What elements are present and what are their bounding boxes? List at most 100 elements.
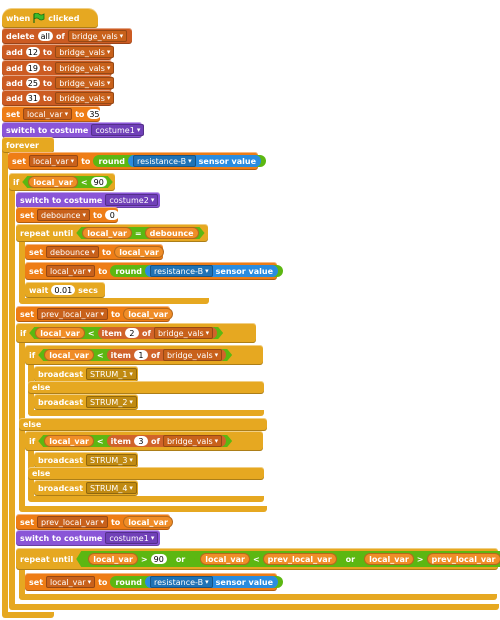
if-item2-block[interactable]: if local_var < item 2 of bridge_vals [16, 323, 256, 343]
variable-dropdown[interactable]: local_var [23, 108, 73, 120]
value-input[interactable]: 0.01 [51, 285, 76, 295]
less-than-predicate[interactable]: local_var < item 2 of bridge_vals [29, 327, 223, 339]
switch-costume-block-3[interactable]: switch to costume costume1 [16, 530, 160, 546]
greater-than-predicate[interactable]: local_var > 90 [82, 553, 173, 565]
variable-dropdown[interactable]: local_var [46, 576, 96, 588]
when-flag-clicked-hat[interactable]: when clicked [2, 8, 98, 28]
add-12-block[interactable]: add 12 to bridge_vals [2, 44, 115, 60]
value-input[interactable]: 25 [25, 78, 40, 88]
message-dropdown[interactable]: STRUM_3 [86, 454, 137, 466]
value-input[interactable]: 31 [25, 93, 40, 103]
switch-costume-block[interactable]: switch to costume costume1 [2, 122, 145, 138]
set-var-round-block-2[interactable]: set local_var to round resistance-B sens… [25, 262, 283, 280]
list-dropdown[interactable]: bridge_vals [55, 62, 115, 74]
message-dropdown[interactable]: STRUM_1 [86, 368, 137, 380]
variable-dropdown[interactable]: prev_local_var [37, 516, 108, 528]
set-var-round-block[interactable]: set local_var to round resistance-B sens… [8, 152, 266, 170]
sensor-dropdown[interactable]: resistance-B [133, 155, 196, 167]
sensor-reporter[interactable]: resistance-B sensor value [128, 155, 261, 167]
broadcast-strum1-block[interactable]: broadcast STRUM_1 [34, 366, 138, 382]
if-item1-block[interactable]: if local_var < item 1 of bridge_vals [25, 345, 263, 365]
variable-reporter[interactable]: local_var [35, 327, 85, 339]
item-of-list-reporter[interactable]: item 2 of bridge_vals [98, 327, 218, 339]
item-of-list-reporter[interactable]: item 3 of bridge_vals [107, 435, 227, 447]
variable-dropdown[interactable]: local_var [46, 265, 96, 277]
greater-than-predicate[interactable]: local_var > prev_local_var [358, 553, 500, 565]
sensor-dropdown[interactable]: resistance-B [150, 265, 213, 277]
round-reporter[interactable]: round resistance-B sensor value [110, 576, 283, 588]
add-19-block[interactable]: add 19 to bridge_vals [2, 60, 115, 76]
variable-reporter[interactable]: local_var [364, 553, 414, 565]
repeat-until-debounce-block[interactable]: repeat until local_var = debounce [16, 224, 208, 242]
item-index-dropdown[interactable]: 1 [134, 350, 148, 360]
variable-dropdown[interactable]: debounce [46, 246, 99, 258]
list-dropdown[interactable]: bridge_vals [163, 349, 222, 361]
sensor-dropdown[interactable]: resistance-B [150, 576, 213, 588]
variable-reporter[interactable]: local_var [114, 246, 164, 258]
broadcast-strum3-block[interactable]: broadcast STRUM_3 [34, 452, 138, 468]
costume-dropdown[interactable]: costume1 [91, 124, 145, 136]
less-than-predicate[interactable]: local_var < item 1 of bridge_vals [38, 349, 232, 361]
variable-reporter[interactable]: local_var [28, 176, 78, 188]
variable-reporter[interactable]: prev_local_var [263, 553, 337, 565]
variable-reporter[interactable]: local_var [123, 516, 173, 528]
list-dropdown[interactable]: bridge_vals [55, 92, 115, 104]
forever-block[interactable]: forever [2, 137, 54, 153]
item-index-dropdown[interactable]: 3 [134, 436, 148, 446]
less-than-predicate[interactable]: local_var < item 3 of bridge_vals [38, 435, 232, 447]
set-prev-var-block-2[interactable]: set prev_local_var to local_var [16, 514, 173, 530]
delete-list-block[interactable]: delete all of bridge_vals [2, 28, 132, 44]
add-25-block[interactable]: add 25 to bridge_vals [2, 75, 115, 91]
delete-index-dropdown[interactable]: all [37, 31, 53, 41]
if-item3-block[interactable]: if local_var < item 3 of bridge_vals [25, 431, 263, 451]
list-dropdown[interactable]: bridge_vals [67, 30, 128, 42]
repeat-until-final-block[interactable]: repeat until local_var > 90 or local_var… [16, 548, 498, 570]
wait-block[interactable]: wait 0.01 secs [25, 282, 105, 298]
broadcast-strum2-block[interactable]: broadcast STRUM_2 [34, 394, 138, 410]
value-input[interactable]: 90 [91, 177, 107, 187]
add-31-block[interactable]: add 31 to bridge_vals [2, 90, 115, 106]
broadcast-strum4-block[interactable]: broadcast STRUM_4 [34, 480, 138, 496]
sensor-reporter[interactable]: resistance-B sensor value [145, 265, 278, 277]
set-var-block[interactable]: set local_var to 35 [2, 106, 102, 122]
variable-reporter[interactable]: local_var [88, 553, 138, 565]
message-dropdown[interactable]: STRUM_2 [86, 396, 137, 408]
set-debounce-var-block[interactable]: set debounce to local_var [25, 244, 164, 260]
variable-reporter[interactable]: local_var [200, 553, 250, 565]
switch-costume-block-2[interactable]: switch to costume costume2 [16, 192, 160, 208]
less-than-predicate[interactable]: local_var < prev_local_var [194, 553, 342, 565]
variable-reporter[interactable]: debounce [145, 227, 199, 239]
less-than-predicate[interactable]: local_var < 90 [22, 176, 113, 188]
if-block-main[interactable]: if local_var < 90 [9, 173, 115, 191]
variable-dropdown[interactable]: prev_local_var [37, 308, 108, 320]
costume-dropdown[interactable]: costume1 [105, 532, 159, 544]
sensor-reporter[interactable]: resistance-B sensor value [145, 576, 278, 588]
set-debounce-block[interactable]: set debounce to 0 [16, 207, 120, 223]
or-predicate-inner[interactable]: local_var < prev_local_var or local_var … [188, 552, 500, 566]
value-input[interactable]: 35 [87, 109, 102, 119]
costume-dropdown[interactable]: costume2 [105, 194, 159, 206]
variable-reporter[interactable]: local_var [44, 435, 94, 447]
set-prev-var-block[interactable]: set prev_local_var to local_var [16, 306, 173, 322]
value-input[interactable]: 0 [105, 210, 120, 220]
list-dropdown[interactable]: bridge_vals [163, 435, 222, 447]
list-dropdown[interactable]: bridge_vals [154, 327, 213, 339]
value-input[interactable]: 12 [25, 47, 40, 57]
set-var-round-block-3[interactable]: set local_var to round resistance-B sens… [25, 573, 283, 591]
variable-reporter[interactable]: local_var [82, 227, 132, 239]
variable-dropdown[interactable]: local_var [29, 155, 79, 167]
round-reporter[interactable]: round resistance-B sensor value [93, 155, 266, 167]
item-of-list-reporter[interactable]: item 1 of bridge_vals [107, 349, 227, 361]
message-dropdown[interactable]: STRUM_4 [86, 482, 137, 494]
item-index-dropdown[interactable]: 2 [125, 328, 139, 338]
list-dropdown[interactable]: bridge_vals [55, 77, 115, 89]
value-input[interactable]: 90 [151, 554, 167, 564]
value-input[interactable]: 19 [25, 63, 40, 73]
variable-reporter[interactable]: prev_local_var [427, 553, 500, 565]
variable-reporter[interactable]: local_var [44, 349, 94, 361]
equals-predicate[interactable]: local_var = debounce [76, 227, 204, 239]
variable-reporter[interactable]: local_var [123, 308, 173, 320]
list-dropdown[interactable]: bridge_vals [55, 46, 115, 58]
or-predicate[interactable]: local_var > 90 or local_var < prev_local… [76, 551, 500, 567]
round-reporter[interactable]: round resistance-B sensor value [110, 265, 283, 277]
